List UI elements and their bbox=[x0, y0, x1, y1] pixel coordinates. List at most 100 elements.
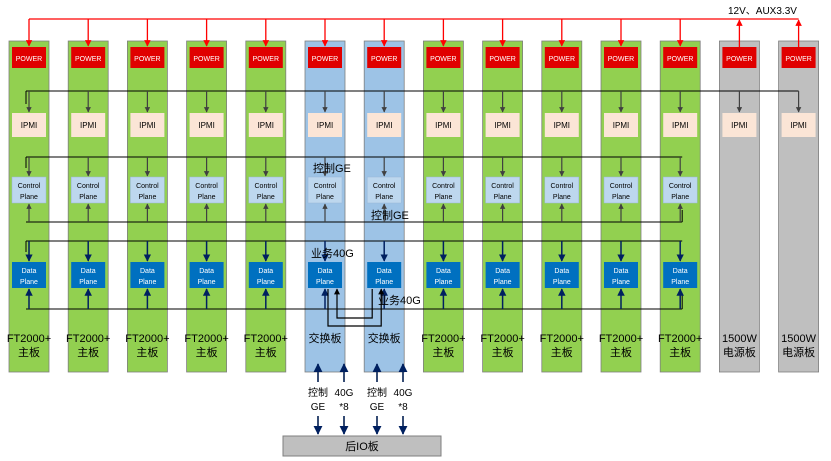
power-block-label: POWER bbox=[726, 56, 752, 63]
board-name-line2: 主板 bbox=[77, 345, 99, 359]
board-name-line2: 主板 bbox=[669, 345, 691, 359]
power-block-label: POWER bbox=[253, 56, 279, 63]
ipmi-block bbox=[130, 113, 165, 137]
ipmi-block bbox=[544, 113, 579, 137]
ipmi-block bbox=[485, 113, 520, 137]
control-plane-label-line2: Plane bbox=[375, 194, 393, 201]
data-plane-label-line1: Data bbox=[495, 268, 510, 275]
data-plane-label-line2: Plane bbox=[375, 279, 393, 286]
control-plane-block bbox=[603, 176, 639, 204]
board-name-line1: 交换板 bbox=[368, 331, 401, 345]
ipmi-block bbox=[663, 113, 698, 137]
board-name-line2: 主板 bbox=[196, 345, 218, 359]
control-plane-label-line2: Plane bbox=[434, 194, 452, 201]
board-name-line1: FT2000+ bbox=[7, 333, 51, 345]
board-name-line1: FT2000+ bbox=[540, 333, 584, 345]
data-plane-label-line1: Data bbox=[318, 268, 333, 275]
power-block bbox=[12, 47, 46, 68]
rear-io-board bbox=[282, 435, 442, 457]
data-plane-block bbox=[426, 262, 461, 288]
ipmi-block bbox=[604, 113, 638, 137]
ipmi-block-label: IPMI bbox=[494, 121, 510, 130]
data-plane-label-line2: Plane bbox=[494, 279, 512, 286]
control-plane-block bbox=[130, 176, 165, 204]
control-plane-block bbox=[544, 176, 580, 204]
data-plane-block bbox=[367, 262, 402, 288]
control-plane-block bbox=[485, 176, 520, 204]
ipmi-block-label: IPMI bbox=[21, 121, 37, 130]
data-plane-label-line2: Plane bbox=[79, 279, 97, 286]
control-plane-label-line1: Control bbox=[18, 183, 41, 190]
data-plane-label-line2: Plane bbox=[316, 279, 334, 286]
power-block-label: POWER bbox=[75, 56, 101, 63]
board-name-line2: 主板 bbox=[492, 345, 514, 359]
io-layer: 后IO板 控制 GE 40G *8 控制 GE 40G *8 bbox=[282, 363, 442, 457]
io-link-label-1-line2: GE bbox=[311, 402, 326, 413]
ipmi-block-label: IPMI bbox=[198, 121, 214, 130]
data-plane-block bbox=[544, 262, 579, 288]
board-name-line1: FT2000+ bbox=[244, 333, 288, 345]
data-plane-block bbox=[663, 262, 698, 288]
data-plane-label-line1: Data bbox=[258, 268, 273, 275]
control-plane-label-line2: Plane bbox=[494, 194, 512, 201]
board-name-line2: 主板 bbox=[255, 345, 277, 359]
ipmi-block-label: IPMI bbox=[790, 121, 806, 130]
data-plane-label-line1: Data bbox=[614, 268, 629, 275]
power-block bbox=[544, 47, 579, 68]
io-link-label-4-line2: *8 bbox=[398, 402, 408, 413]
power-block-label: POWER bbox=[134, 56, 160, 63]
control-plane-label-line2: Plane bbox=[138, 194, 156, 201]
ipmi-block bbox=[308, 113, 342, 137]
board-name-line1: FT2000+ bbox=[184, 333, 228, 345]
power-block bbox=[308, 47, 342, 68]
bus-lines-layer bbox=[25, 18, 802, 327]
data-plane-label-line1: Data bbox=[377, 268, 392, 275]
data-plane-block bbox=[71, 262, 106, 288]
power-block-label: POWER bbox=[312, 56, 338, 63]
power-block bbox=[189, 47, 224, 68]
power-block bbox=[130, 47, 165, 68]
control-plane-label-line1: Control bbox=[195, 183, 218, 190]
ipmi-block-label: IPMI bbox=[435, 121, 451, 130]
board-name-line2: 主板 bbox=[18, 345, 40, 359]
board-name-line1: FT2000+ bbox=[480, 333, 524, 345]
control-plane-label-line1: Control bbox=[551, 183, 574, 190]
control-plane-label-line2: Plane bbox=[671, 194, 689, 201]
data-plane-label-line2: Plane bbox=[671, 279, 689, 286]
ipmi-block bbox=[71, 113, 106, 137]
control-plane-label-line1: Control bbox=[610, 183, 633, 190]
control-plane-label-line1: Control bbox=[669, 183, 692, 190]
ipmi-block bbox=[189, 113, 224, 137]
control-plane-block bbox=[189, 176, 224, 204]
ipmi-block bbox=[426, 113, 461, 137]
io-link-label-3-line2: GE bbox=[370, 402, 385, 413]
power-block-label: POWER bbox=[785, 56, 811, 63]
ipmi-block-label: IPMI bbox=[376, 121, 392, 130]
io-link-label-1-line1: 控制 bbox=[308, 386, 328, 399]
data-plane-label-line2: Plane bbox=[198, 279, 216, 286]
power-block-label: POWER bbox=[371, 56, 397, 63]
control-ge-label-2: 控制GE bbox=[371, 208, 409, 222]
board-name-line1: FT2000+ bbox=[658, 333, 702, 345]
power-block bbox=[485, 47, 520, 68]
power-block-label: POWER bbox=[549, 56, 575, 63]
ipmi-block bbox=[367, 113, 402, 137]
data-plane-label-line1: Data bbox=[554, 268, 569, 275]
business-40g-label-1: 业务40G bbox=[311, 247, 354, 260]
control-plane-label-line2: Plane bbox=[257, 194, 275, 201]
control-plane-block bbox=[11, 176, 47, 204]
ipmi-block-label: IPMI bbox=[139, 121, 155, 130]
power-block bbox=[722, 47, 757, 68]
data-plane-label-line2: Plane bbox=[20, 279, 38, 286]
ipmi-block-label: IPMI bbox=[317, 121, 333, 130]
ipmi-block-label: IPMI bbox=[554, 121, 570, 130]
data-plane-label-line1: Data bbox=[199, 268, 214, 275]
power-block bbox=[248, 47, 283, 68]
power-block-label: POWER bbox=[667, 56, 693, 63]
control-ge-label-1: 控制GE bbox=[313, 161, 351, 175]
control-plane-label-line2: Plane bbox=[79, 194, 97, 201]
control-plane-block bbox=[307, 176, 343, 204]
